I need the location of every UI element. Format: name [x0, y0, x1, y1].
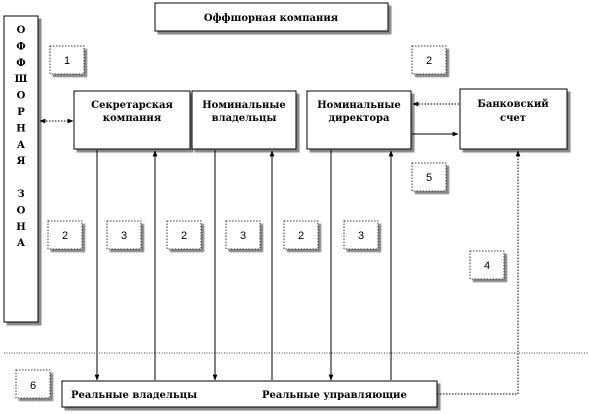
- nominee-directors-label-line2: директора: [329, 113, 391, 124]
- svg-text:5: 5: [426, 172, 432, 184]
- secretary-company-label-line2: компания: [103, 113, 162, 124]
- svg-text:3: 3: [121, 230, 127, 242]
- bank-account-label-line2: счет: [500, 113, 526, 124]
- svg-text:2: 2: [426, 55, 432, 67]
- nominee-holders-box: Номинальные владельцы: [191, 90, 297, 150]
- tag-1: 1: [49, 45, 85, 75]
- secretary-company-box: Секретарская компания: [73, 90, 191, 150]
- offshore-zone-letter: Н: [16, 222, 25, 233]
- offshore-zone-letter: Я: [17, 156, 26, 167]
- real-managers-label: Реальные управляющие: [262, 390, 407, 401]
- offshore-zone-letter: З: [17, 189, 24, 200]
- offshore-zone-letter: О: [17, 205, 26, 216]
- offshore-zone-letter: Ф: [16, 41, 26, 52]
- svg-text:2: 2: [62, 230, 68, 242]
- tag-6: 6: [15, 369, 51, 399]
- tag-2-holders: 2: [166, 220, 202, 250]
- nominee-directors-label-line1: Номинальные: [317, 100, 401, 111]
- tag-2-secretary: 2: [47, 220, 83, 250]
- offshore-zone-letter: Н: [16, 123, 25, 134]
- svg-text:3: 3: [240, 230, 246, 242]
- offshore-company-title: Оффшорная компания: [204, 13, 339, 24]
- tag-2-top: 2: [411, 45, 447, 75]
- bank-account-label-line1: Банковский: [477, 99, 549, 110]
- nominee-directors-box: Номинальные директора: [306, 90, 412, 150]
- svg-text:3: 3: [358, 230, 364, 242]
- tag-3-directors: 3: [343, 220, 379, 250]
- svg-text:4: 4: [484, 260, 490, 272]
- real-owners-managers-box: Реальные владельцы Реальные управляющие: [61, 380, 438, 408]
- bank-account-box: Банковский счет: [459, 88, 568, 150]
- svg-text:6: 6: [30, 380, 36, 392]
- offshore-zone-letter: Ф: [16, 58, 26, 69]
- real-owners-label: Реальные владельцы: [71, 390, 197, 401]
- nominee-holders-label-line2: владельцы: [212, 113, 277, 124]
- tag-2-directors: 2: [283, 220, 319, 250]
- offshore-zone-letter: О: [17, 25, 26, 36]
- managers-to-bank-arrow: [437, 150, 521, 395]
- offshore-company-title-box: Оффшорная компания: [154, 2, 389, 32]
- secretary-company-label-line1: Секретарская: [91, 100, 173, 111]
- nominee-holders-label-line1: Номинальные: [202, 100, 286, 111]
- tag-4: 4: [469, 250, 505, 280]
- tag-3-secretary: 3: [106, 220, 142, 250]
- offshore-zone-letter: А: [17, 140, 26, 151]
- tag-5: 5: [411, 162, 447, 192]
- offshore-zone-letter: Р: [17, 107, 25, 118]
- offshore-zone-letter: О: [17, 91, 26, 102]
- offshore-zone-letter: Ш: [15, 74, 28, 85]
- svg-text:2: 2: [181, 230, 187, 242]
- svg-text:2: 2: [298, 230, 304, 242]
- offshore-zone-letter: А: [17, 238, 26, 249]
- svg-text:1: 1: [64, 55, 70, 67]
- tag-3-holders: 3: [225, 220, 261, 250]
